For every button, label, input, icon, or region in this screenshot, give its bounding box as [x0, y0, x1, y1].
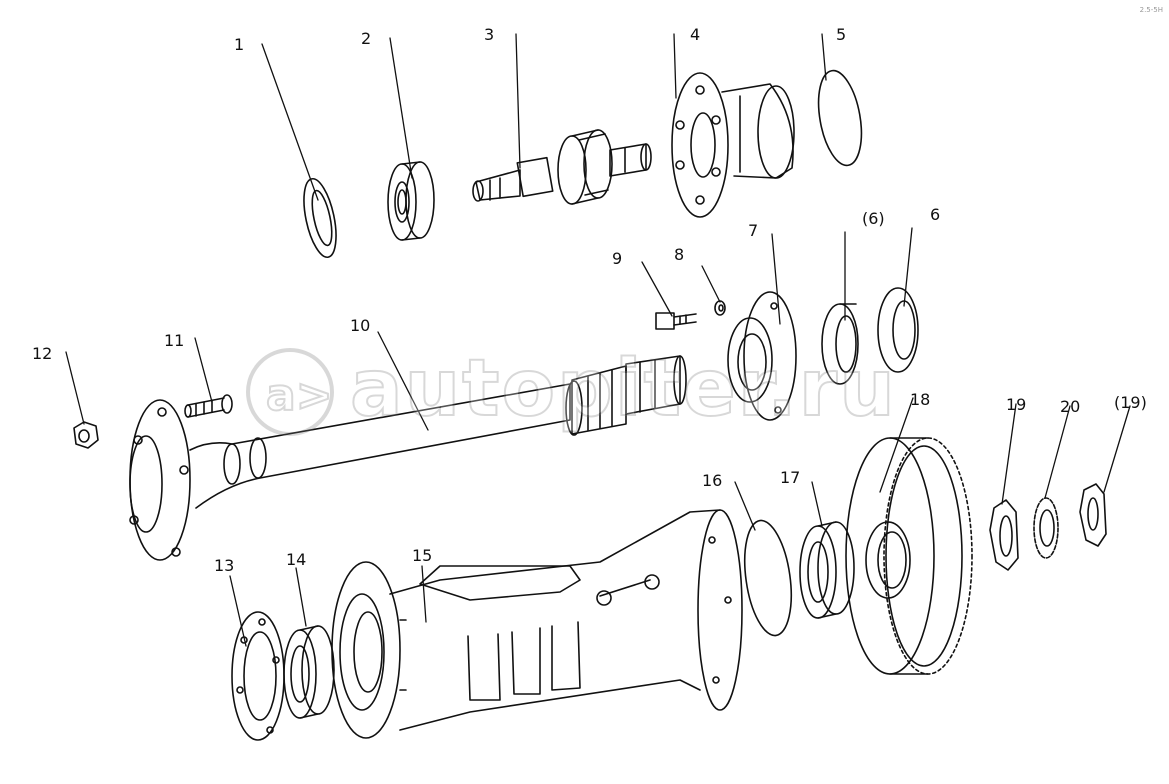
part-16-o-ring [743, 519, 793, 637]
part-2-bearing [387, 161, 435, 241]
label-6: 6 [930, 205, 941, 224]
corner-mark: 2.5-5Н [1139, 6, 1163, 14]
label-9: 9 [612, 249, 623, 268]
leader-lines [65, 33, 1131, 647]
part-19-nut [989, 499, 1019, 571]
part-6-ring [877, 287, 919, 373]
label-3: 3 [484, 25, 495, 44]
label-7: 7 [748, 221, 759, 240]
label-6-paren: (6) [862, 209, 885, 228]
part-9-bolt [655, 312, 697, 330]
part-18-gear [845, 437, 973, 675]
part-20-lock-washer [1033, 497, 1059, 559]
label-15: 15 [412, 546, 433, 565]
label-19-paren: (19) [1114, 393, 1147, 412]
part-17-bearing [799, 521, 855, 619]
part-1-seal-ring [303, 177, 337, 259]
part-4-flanged-housing [671, 72, 795, 218]
label-2: 2 [361, 29, 372, 48]
label-10: 10 [350, 316, 371, 335]
label-19: 19 [1006, 395, 1027, 414]
part-14-bearing [283, 625, 335, 719]
label-17: 17 [780, 468, 801, 487]
part-19-paren-nut [1079, 483, 1107, 547]
label-12: 12 [32, 344, 53, 363]
part-6-paren-ring [821, 303, 859, 385]
label-16: 16 [702, 471, 723, 490]
part-11-stud [184, 394, 233, 418]
part-7-flange [727, 291, 797, 421]
part-5-o-ring [817, 69, 863, 167]
part-15-housing [331, 509, 743, 739]
label-14: 14 [286, 550, 307, 569]
part-13-gasket [231, 611, 285, 741]
part-8-nut [714, 300, 726, 316]
label-5: 5 [836, 25, 847, 44]
part-10-axle-shaft [129, 355, 687, 561]
label-20: 20 [1060, 397, 1081, 416]
label-1: 1 [234, 35, 245, 54]
label-4: 4 [690, 25, 701, 44]
label-18: 18 [910, 390, 931, 409]
part-12-nut [73, 421, 99, 449]
part-3-spline-shaft [472, 129, 652, 205]
label-13: 13 [214, 556, 235, 575]
label-11: 11 [164, 331, 185, 350]
label-8: 8 [674, 245, 685, 264]
